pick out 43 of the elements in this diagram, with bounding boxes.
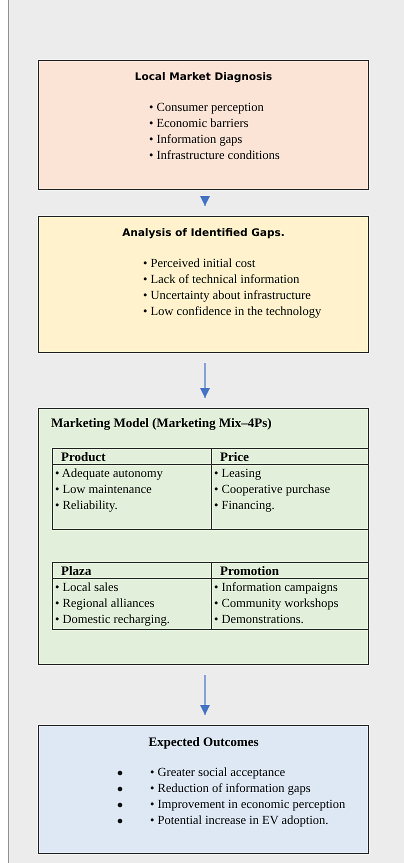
bullet-item: • Lack of technical information [143,271,300,287]
bullet-item: • Consumer perception [149,99,264,115]
process-box [38,216,369,353]
arrow [200,196,210,206]
table-cell [52,562,212,630]
table-cell [211,448,369,530]
bullet-item: • Infrastructure conditions [149,147,280,163]
table-cell [52,448,212,530]
bullet-item: • Cooperative purchase [213,481,332,497]
bullet-item: • Information campaigns [213,579,339,595]
bullet-item: • Low confidence in the technology [143,303,322,319]
bullet-item: • Domestic recharging. [54,611,171,627]
process-box [38,408,369,665]
bullet-item: • Information gaps [149,131,242,147]
box-heading: Local Market Diagnosis [134,71,274,83]
column-header: Plaza [53,563,211,579]
bullet-item: • Improvement in economic perception [150,796,346,812]
bullet-item: • Financing. [213,497,276,513]
bullet-item: • Reliability. [54,497,119,513]
bullet-item: • Demonstrations. [213,611,305,627]
column-header: Product [53,449,211,465]
bullet-item: • Potential increase in EV adoption. [150,812,328,828]
bullet-item: • Community workshops [213,595,340,611]
process-box [38,60,369,190]
bullet-item: • Regional alliances [54,595,156,611]
box-heading: Marketing Model (Marketing Mix–4Ps) [51,415,272,431]
process-box [38,725,369,854]
bullet-item: • Leasing [213,465,262,481]
bullet-item: • Reduction of information gaps [150,780,311,796]
bullet-item: • Greater social acceptance [150,764,286,780]
column-header: Promotion [212,563,368,579]
bullet-item: • Perceived initial cost [143,255,256,271]
table-cell [211,562,369,630]
bullet-item: • Low maintenance [54,481,153,497]
bullet-item: • Economic barriers [149,115,248,131]
bullet-item: • Adequate autonomy [54,465,164,481]
arrow [200,675,210,715]
arrow [200,363,210,398]
bullet-item: • Local sales [54,579,120,595]
box-heading: Analysis of Identified Gaps. [121,227,286,239]
bullet-item: • Uncertainty about infrastructure [143,287,311,303]
column-header: Price [212,449,368,465]
box-heading: Expected Outcomes [147,734,260,750]
